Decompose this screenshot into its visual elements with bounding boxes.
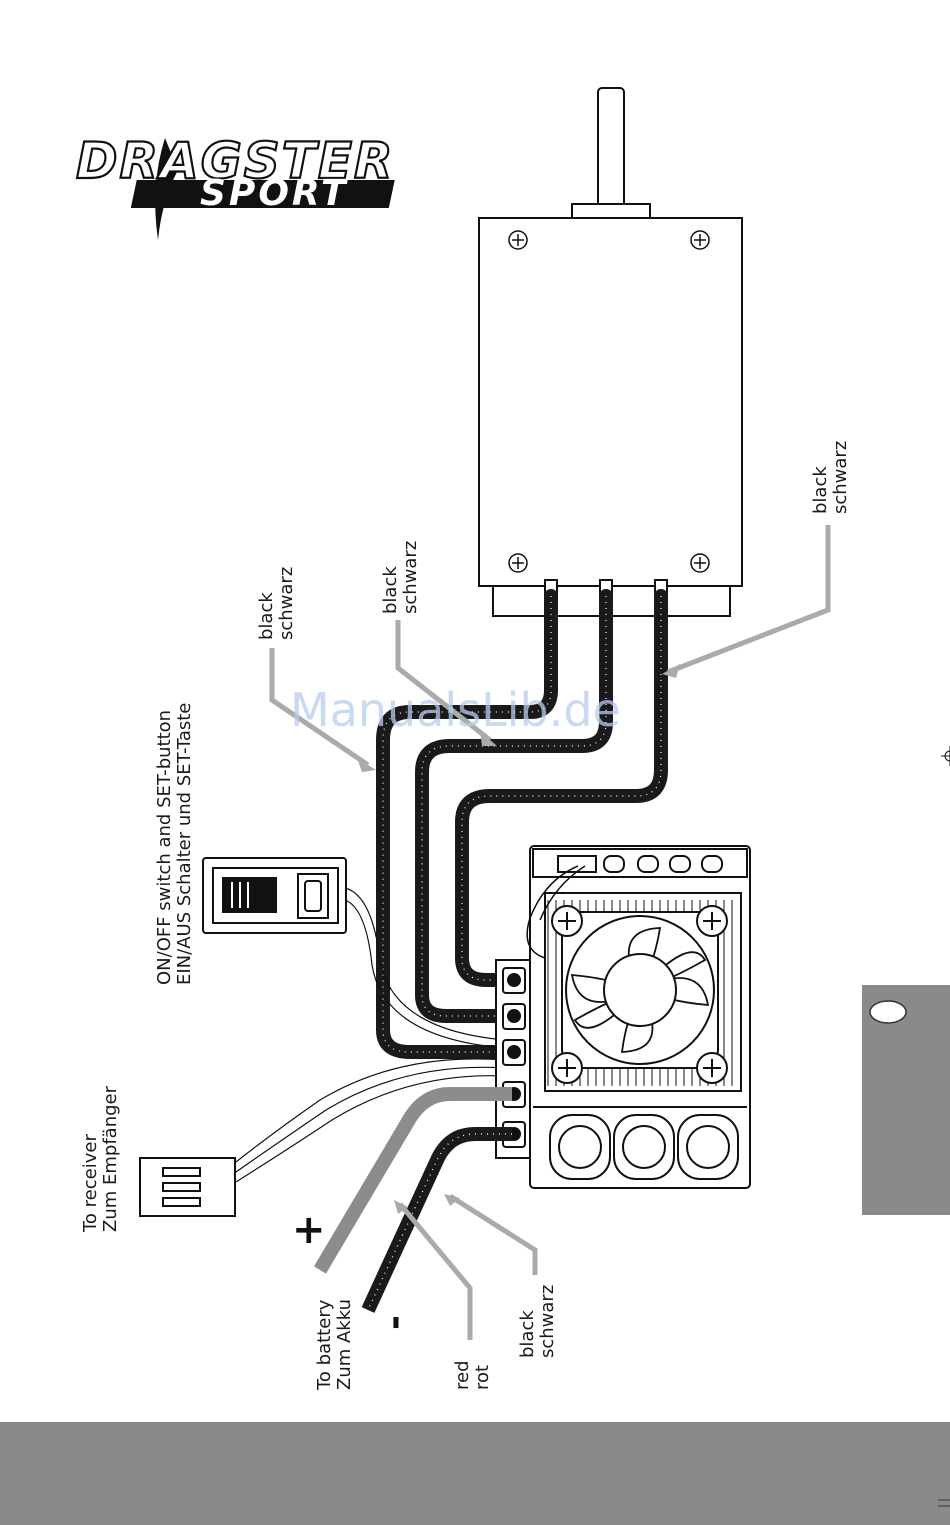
label-switch: ON/OFF switch and SET-button EIN/AUS Sch… (154, 703, 195, 985)
esc-speed-controller (496, 846, 750, 1188)
label-line-en: black (517, 1310, 538, 1358)
watermark-text: ManualsLib.de (290, 683, 621, 737)
label-battery: To battery Zum Akku (314, 1299, 355, 1391)
label-motor-wire-left: black schwarz (256, 567, 297, 640)
label-motor-wire-middle: black schwarz (380, 541, 421, 614)
esc-capacitors (550, 1115, 738, 1179)
motor (479, 88, 742, 616)
motor-shaft (598, 88, 624, 210)
registration-mark-icon (941, 746, 950, 766)
label-line-de: schwarz (537, 1285, 558, 1358)
label-line-de: EIN/AUS Schalter und SET-Taste (174, 703, 195, 985)
label-line-de: schwarz (400, 541, 421, 614)
cooling-fan (562, 912, 718, 1068)
label-line-de: Zum Empfänger (100, 1085, 121, 1232)
label-line-en: To battery (314, 1299, 335, 1391)
switch-slider (222, 877, 277, 913)
label-motor-wire-right: black schwarz (810, 441, 851, 514)
label-line-en: black (380, 566, 401, 614)
label-line-en: black (256, 592, 277, 640)
battery-wire-red (320, 1094, 512, 1270)
dragster-sport-logo: DRAGSTER SPORT (76, 132, 395, 240)
label-battery-black: black schwarz (517, 1285, 558, 1358)
label-line-de: Zum Akku (334, 1299, 355, 1390)
label-line-en: red (452, 1360, 473, 1390)
battery-wires (320, 1094, 512, 1310)
label-receiver: To receiver Zum Empfänger (80, 1085, 121, 1233)
label-line-de: rot (472, 1365, 493, 1390)
label-line-de: schwarz (276, 567, 297, 640)
label-battery-red: red rot (452, 1360, 493, 1390)
side-tab-marker (870, 1001, 906, 1023)
label-line-en: To receiver (80, 1134, 101, 1233)
receiver-plug (140, 1158, 235, 1216)
footer-bar (0, 1422, 950, 1525)
label-line-de: schwarz (830, 441, 851, 514)
label-line-en: ON/OFF switch and SET-button (154, 710, 175, 985)
logo-sub-text: SPORT (200, 173, 349, 214)
plus-sign: + (292, 1207, 326, 1253)
minus-sign: - (374, 1315, 415, 1330)
motor-can (479, 218, 742, 586)
label-line-en: black (810, 466, 831, 514)
